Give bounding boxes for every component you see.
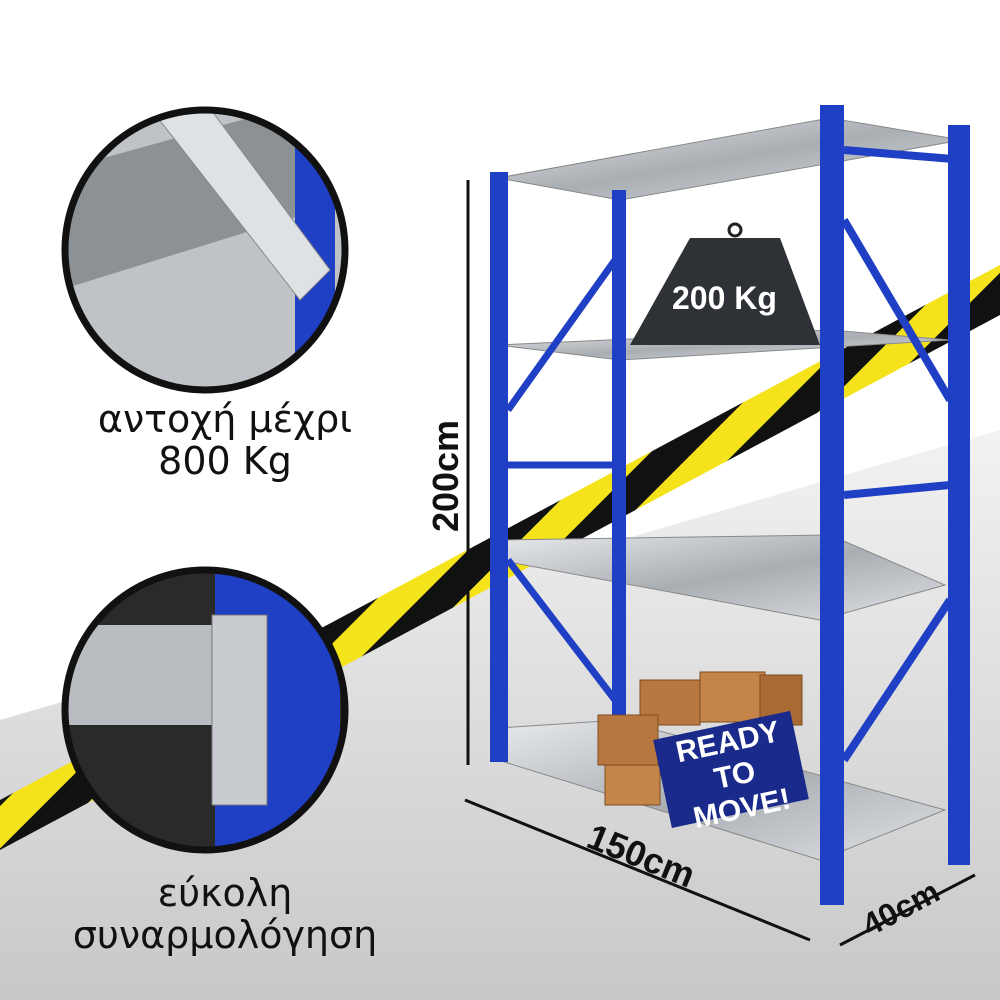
weight-icon xyxy=(630,222,820,345)
assembly-line-2: συναρμολόγηση xyxy=(72,913,378,957)
assembly-caption: εύκολη συναρμολόγηση xyxy=(40,872,410,956)
strength-caption: αντοχή μέχρι 800 Kg xyxy=(60,398,390,482)
ready-badge xyxy=(653,710,809,829)
height-dimension: 200cm xyxy=(425,419,467,533)
detail-circle-top xyxy=(61,106,349,394)
boxes-icon xyxy=(597,671,803,806)
strength-line-1: αντοχή μέχρι xyxy=(97,397,353,441)
detail-circle-bottom xyxy=(61,566,349,854)
dimension-arrows xyxy=(464,180,976,947)
weight-label: 200 Kg xyxy=(672,280,777,316)
assembly-line-1: εύκολη xyxy=(157,871,293,915)
strength-line-2: 800 Kg xyxy=(158,439,292,483)
